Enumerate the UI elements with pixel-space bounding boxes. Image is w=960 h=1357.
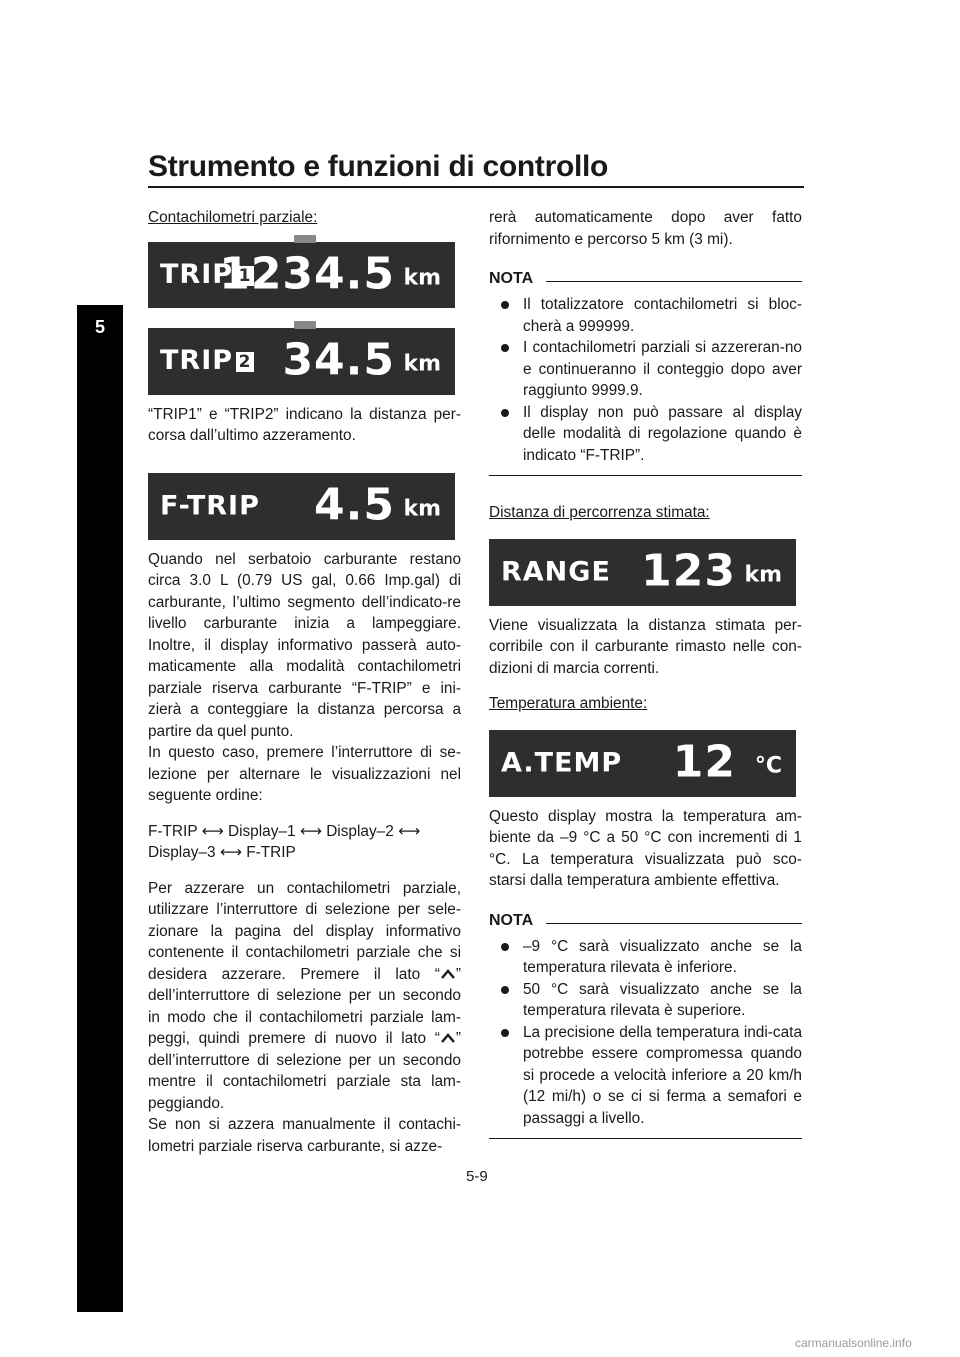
lcd-tab-mark [294, 320, 316, 329]
list-item: La precisione della temperatura indi-cat… [489, 1022, 802, 1130]
right-column: rerà automaticamente dopo aver fatto rif… [489, 207, 802, 1139]
lcd-ftrip: F-TRIP 4.5 km [148, 472, 455, 540]
double-arrow-icon: ⟷ [201, 822, 224, 840]
lcd-value: 123 [641, 545, 736, 597]
seq-item: Display–1 [227, 822, 296, 840]
para-temp: Questo display mostra la temperatura am-… [489, 807, 802, 890]
heading-trip: Contachilometri parziale: [148, 209, 318, 226]
para-reset: Per azzerare un contachilometri parziale… [148, 878, 461, 1115]
trip-number-badge: 1 [236, 265, 255, 286]
seq-item: F-TRIP [246, 844, 296, 861]
para-switch: In questo caso, premere l’interruttore d… [148, 744, 461, 804]
double-arrow-icon: ⟷ [299, 822, 322, 840]
seq-item: F-TRIP [148, 822, 198, 840]
lcd-unit: km [403, 351, 441, 377]
double-arrow-icon: ⟷ [219, 844, 242, 861]
nota-rule [546, 922, 802, 924]
lcd-label: F-TRIP [160, 490, 260, 522]
list-item: –9 °C sarà visualizzato anche se la temp… [489, 936, 802, 979]
lcd-tab-mark [294, 234, 316, 243]
nota-list: –9 °C sarà visualizzato anche se la temp… [489, 936, 802, 1130]
lcd-label: A.TEMP [501, 747, 623, 779]
lcd-unit: km [744, 562, 782, 588]
double-arrow-icon: ⟷ [398, 822, 421, 840]
reset-text-1: Per azzerare un contachilometri parziale… [148, 879, 461, 983]
lcd-label: RANGE [501, 556, 611, 588]
lcd-unit: km [403, 496, 441, 522]
nota-rule [546, 281, 802, 282]
lcd-value: 12 [672, 736, 736, 788]
nota-header: NOTA [489, 268, 802, 292]
list-item: Il totalizzatore contachilometri si bloc… [489, 294, 802, 337]
display-sequence: F-TRIP ⟷ Display–1 ⟷ Display–2 ⟷ Display… [148, 821, 461, 864]
lcd-value: 1234.5 [219, 247, 395, 299]
chevron-up-icon [440, 968, 455, 979]
lcd-temp: A.TEMP 12 °C [489, 729, 796, 797]
nota-label: NOTA [489, 270, 534, 287]
nota-list: Il totalizzatore contachilometri si bloc… [489, 294, 802, 466]
nota-label: NOTA [489, 911, 534, 929]
seq-item: Display–3 [148, 844, 216, 861]
reset-text-3: ” dell’interruttore di selezione per un … [148, 1030, 461, 1112]
para-fuel: Quando nel serbatoio carburante restano … [148, 550, 461, 740]
list-item: I contachilometri parziali si azzereran-… [489, 337, 802, 402]
lcd-unit: km [403, 264, 441, 290]
lcd-value: 4.5 [314, 479, 395, 531]
reset-text-2: ” dell’interruttore di selezione per un … [148, 965, 461, 1048]
para-continued: rerà automaticamente dopo aver fatto rif… [489, 209, 802, 248]
lcd-value: 34.5 [282, 334, 395, 386]
nota-end-rule [489, 1138, 802, 1139]
nota-header: NOTA [489, 910, 802, 934]
list-item: Il display non può passare al display de… [489, 402, 802, 467]
nota-end-rule [489, 475, 802, 476]
heading-range: Distanza di percorrenza stimata: [489, 504, 710, 521]
title-divider [148, 186, 804, 188]
page-number: 5-9 [466, 1168, 488, 1185]
heading-temp: Temperatura ambiente: [489, 695, 648, 712]
para-trip: “TRIP1” e “TRIP2” indicano la distanza p… [148, 405, 461, 445]
lcd-label-text: TRIP [160, 258, 234, 290]
lcd-range: RANGE 123 km [489, 538, 796, 606]
para-range: Viene visualizzata la distanza stimata p… [489, 616, 802, 677]
lcd-unit: °C [754, 753, 782, 779]
chevron-up-icon [440, 1033, 455, 1043]
lcd-label-text: TRIP [160, 345, 234, 376]
trip-number-badge: 2 [236, 352, 255, 372]
watermark: carmanualsonline.info [795, 1336, 912, 1350]
page-title: Strumento e funzioni di controllo [148, 150, 609, 183]
seq-item: Display–2 [326, 822, 394, 840]
list-item: 50 °C sarà visualizzato anche se la temp… [489, 979, 802, 1022]
chapter-tab: 5 [77, 305, 123, 1312]
para-manual: Se non si azzera manualmente il contachi… [148, 1116, 461, 1155]
